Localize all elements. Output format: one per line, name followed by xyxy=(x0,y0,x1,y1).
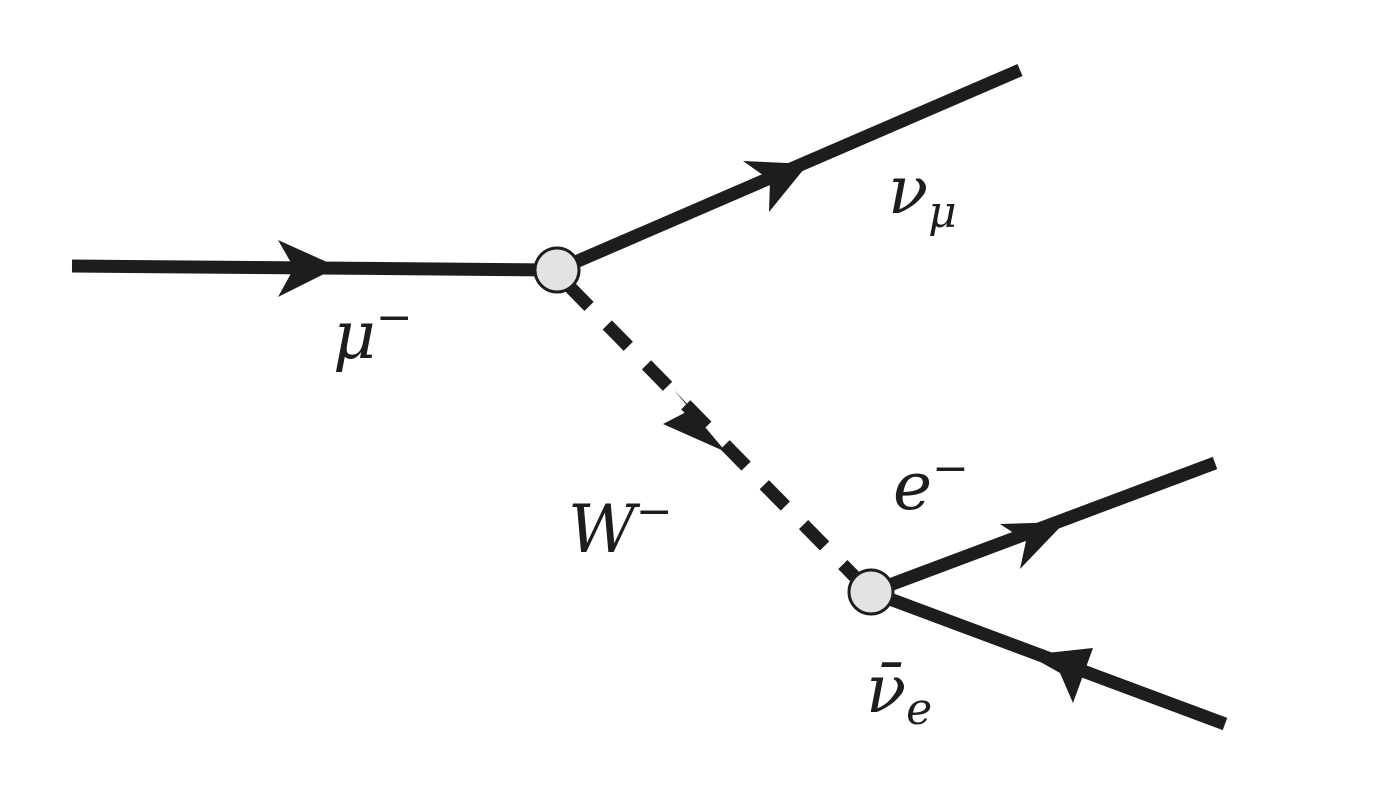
muon-charge: − xyxy=(376,292,413,343)
vertex-muon-decay xyxy=(533,246,581,294)
electron-charge: − xyxy=(932,443,969,494)
w-boson-charge: − xyxy=(636,486,673,537)
muon-neutrino-arrow xyxy=(743,161,808,212)
vertex-w-decay xyxy=(847,568,895,616)
muon-label: μ− xyxy=(333,292,413,374)
muon-neutrino-flavor: μ xyxy=(928,187,957,238)
w-boson-symbol: W xyxy=(568,491,641,568)
electron-antineutrino-label: ν̄e xyxy=(866,651,932,735)
muon-symbol: μ xyxy=(333,297,376,374)
w-boson-label: W− xyxy=(568,486,673,568)
muon-arrow xyxy=(278,240,338,297)
w-boson-line xyxy=(563,280,865,587)
electron-antineutrino-symbol: ν̄ xyxy=(866,651,906,728)
electron-symbol: e xyxy=(893,448,932,525)
muon-neutrino-label: νμ xyxy=(888,152,957,238)
electron-arrow xyxy=(1000,522,1065,569)
electron-antineutrino-arrow xyxy=(1028,648,1093,703)
w-boson-arrow xyxy=(663,390,726,452)
electron-antineutrino-flavor: e xyxy=(906,684,932,735)
electron-label: e− xyxy=(893,443,969,525)
muon-neutrino-symbol: ν xyxy=(888,152,928,229)
